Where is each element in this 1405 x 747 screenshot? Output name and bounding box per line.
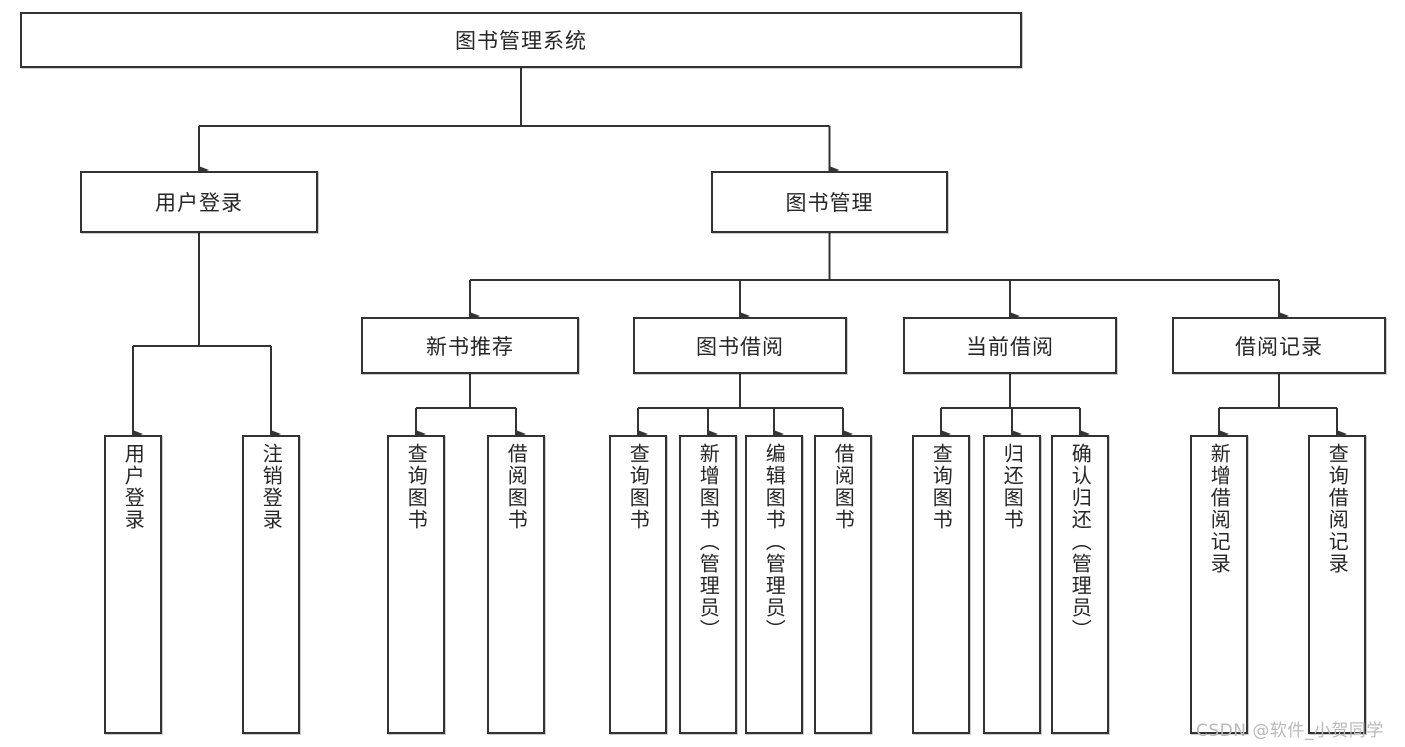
node-leaf-edit-book-admin[interactable]: 编辑图书（管理员）: [745, 435, 803, 734]
node-label-leaf-edit-book-admin: 编辑图书（管理员）: [762, 443, 787, 641]
node-label-current-borrow: 当前借阅: [966, 334, 1054, 359]
node-book-borrow[interactable]: 图书借阅: [633, 317, 847, 374]
node-leaf-add-book-admin[interactable]: 新增图书（管理员）: [679, 435, 737, 734]
node-label-leaf-logout: 注销登录: [259, 443, 284, 531]
node-label-borrow-record: 借阅记录: [1235, 334, 1323, 359]
node-label-leaf-query-book-rec: 查询图书: [404, 443, 429, 531]
node-label-leaf-query-book-cur: 查询图书: [929, 443, 954, 531]
node-leaf-query-book-rec[interactable]: 查询图书: [387, 435, 445, 734]
node-label-leaf-add-borrow-record: 新增借阅记录: [1207, 443, 1232, 575]
node-leaf-query-borrow-record[interactable]: 查询借阅记录: [1308, 435, 1366, 734]
node-leaf-query-book-cur[interactable]: 查询图书: [912, 435, 970, 734]
node-label-leaf-confirm-return-admin: 确认归还（管理员）: [1068, 443, 1093, 641]
node-leaf-confirm-return-admin[interactable]: 确认归还（管理员）: [1051, 435, 1109, 734]
node-label-leaf-add-book-admin: 新增图书（管理员）: [696, 443, 721, 641]
node-label-leaf-borrow-book: 借阅图书: [831, 443, 856, 531]
node-new-book-rec[interactable]: 新书推荐: [361, 317, 579, 374]
node-label-book-manage: 图书管理: [785, 191, 874, 215]
node-leaf-borrow-book[interactable]: 借阅图书: [814, 435, 872, 734]
node-current-borrow[interactable]: 当前借阅: [903, 317, 1117, 374]
node-leaf-query-book-borrow[interactable]: 查询图书: [609, 435, 667, 734]
node-label-new-book-rec: 新书推荐: [426, 334, 514, 359]
node-leaf-logout[interactable]: 注销登录: [242, 435, 300, 734]
node-label-root: 图书管理系统: [455, 29, 587, 53]
node-borrow-record[interactable]: 借阅记录: [1172, 317, 1386, 374]
node-label-leaf-query-book-borrow: 查询图书: [626, 443, 651, 531]
node-book-manage[interactable]: 图书管理: [711, 171, 948, 233]
node-leaf-add-borrow-record[interactable]: 新增借阅记录: [1190, 435, 1248, 734]
watermark-label: CSDN @软件_小贺同学: [1196, 721, 1384, 741]
node-label-leaf-user-login: 用户登录: [121, 443, 146, 531]
edge-paths: [131, 68, 1347, 439]
node-leaf-return-book[interactable]: 归还图书: [983, 435, 1041, 734]
node-leaf-borrow-book-rec[interactable]: 借阅图书: [487, 435, 545, 734]
node-leaf-user-login[interactable]: 用户登录: [104, 435, 162, 734]
node-label-leaf-borrow-book-rec: 借阅图书: [504, 443, 529, 531]
node-label-user-login: 用户登录: [155, 191, 243, 215]
node-root[interactable]: 图书管理系统: [20, 12, 1022, 68]
node-user-login[interactable]: 用户登录: [80, 171, 318, 233]
node-label-leaf-return-book: 归还图书: [1000, 443, 1025, 531]
node-label-book-borrow: 图书借阅: [696, 334, 784, 359]
node-label-leaf-query-borrow-record: 查询借阅记录: [1325, 443, 1350, 575]
